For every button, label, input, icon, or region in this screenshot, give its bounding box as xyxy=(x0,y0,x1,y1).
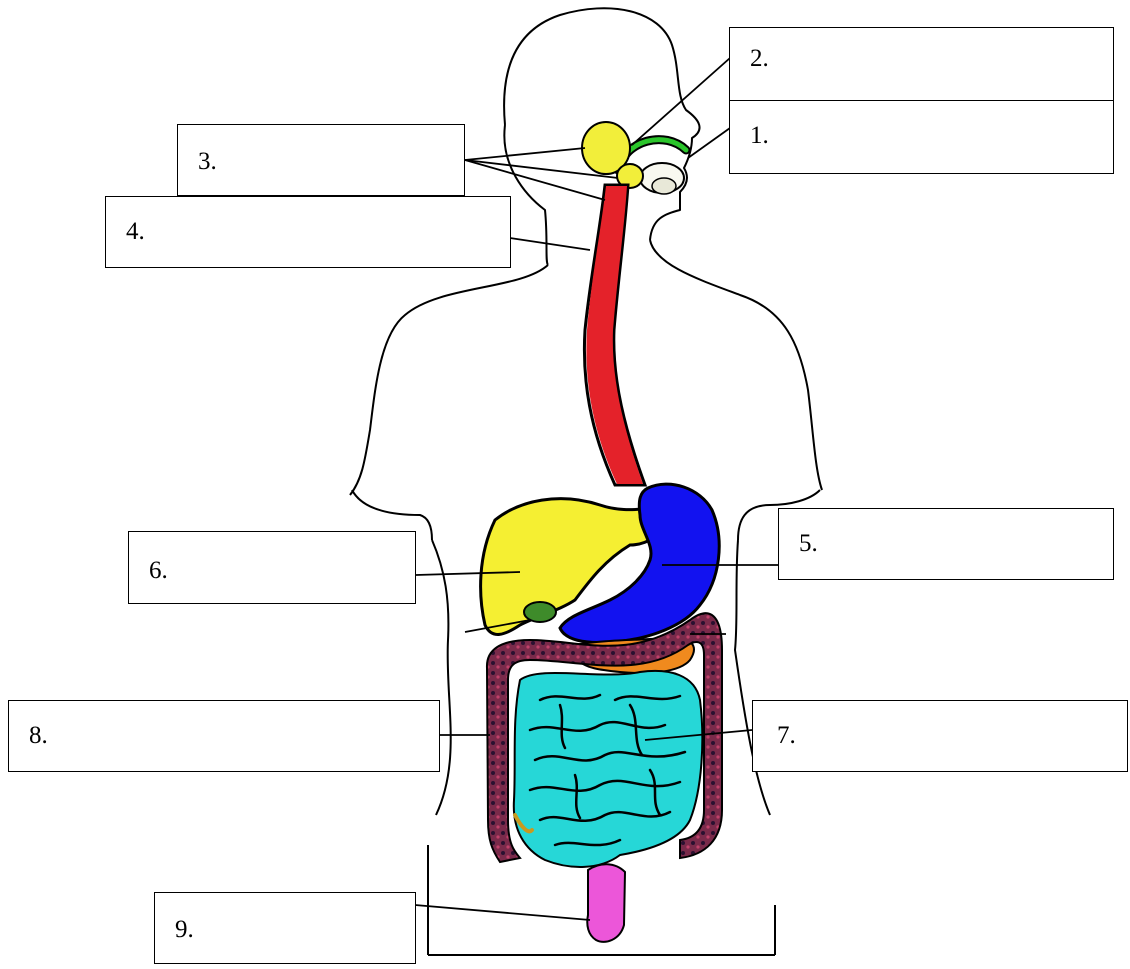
right-shoulder-outline xyxy=(650,240,822,490)
left-shoulder-outline xyxy=(350,265,548,495)
label-number-8: 8. xyxy=(29,723,48,748)
label-number-4: 4. xyxy=(126,219,145,244)
label-box-2[interactable]: 2. xyxy=(729,27,1114,101)
label-box-8[interactable]: 8. xyxy=(8,700,440,772)
label-number-3: 3. xyxy=(198,149,217,174)
label-box-1[interactable]: 1. xyxy=(729,100,1114,174)
label-box-4[interactable]: 4. xyxy=(105,196,511,268)
gallbladder xyxy=(524,602,556,622)
label-box-7[interactable]: 7. xyxy=(752,700,1128,772)
label-number-9: 9. xyxy=(175,917,194,942)
label-box-5[interactable]: 5. xyxy=(778,508,1114,580)
leader-line-3a xyxy=(465,148,585,160)
rectum xyxy=(587,864,625,942)
leader-line-3c xyxy=(465,160,605,200)
leader-line-2 xyxy=(632,58,730,145)
label-number-7: 7. xyxy=(777,723,796,748)
label-box-9[interactable]: 9. xyxy=(154,892,416,964)
right-torso-outline xyxy=(735,540,770,815)
label-number-6: 6. xyxy=(149,558,168,583)
label-number-5: 5. xyxy=(799,531,818,556)
left-torso-outline xyxy=(432,540,451,815)
label-box-3[interactable]: 3. xyxy=(177,124,465,196)
leader-line-1 xyxy=(688,128,730,158)
leader-line-9 xyxy=(415,905,590,920)
label-box-6[interactable]: 6. xyxy=(128,531,416,604)
label-number-1: 1. xyxy=(750,123,769,148)
tongue xyxy=(652,178,676,194)
label-number-2: 2. xyxy=(750,46,769,71)
leader-line-4 xyxy=(510,238,590,250)
